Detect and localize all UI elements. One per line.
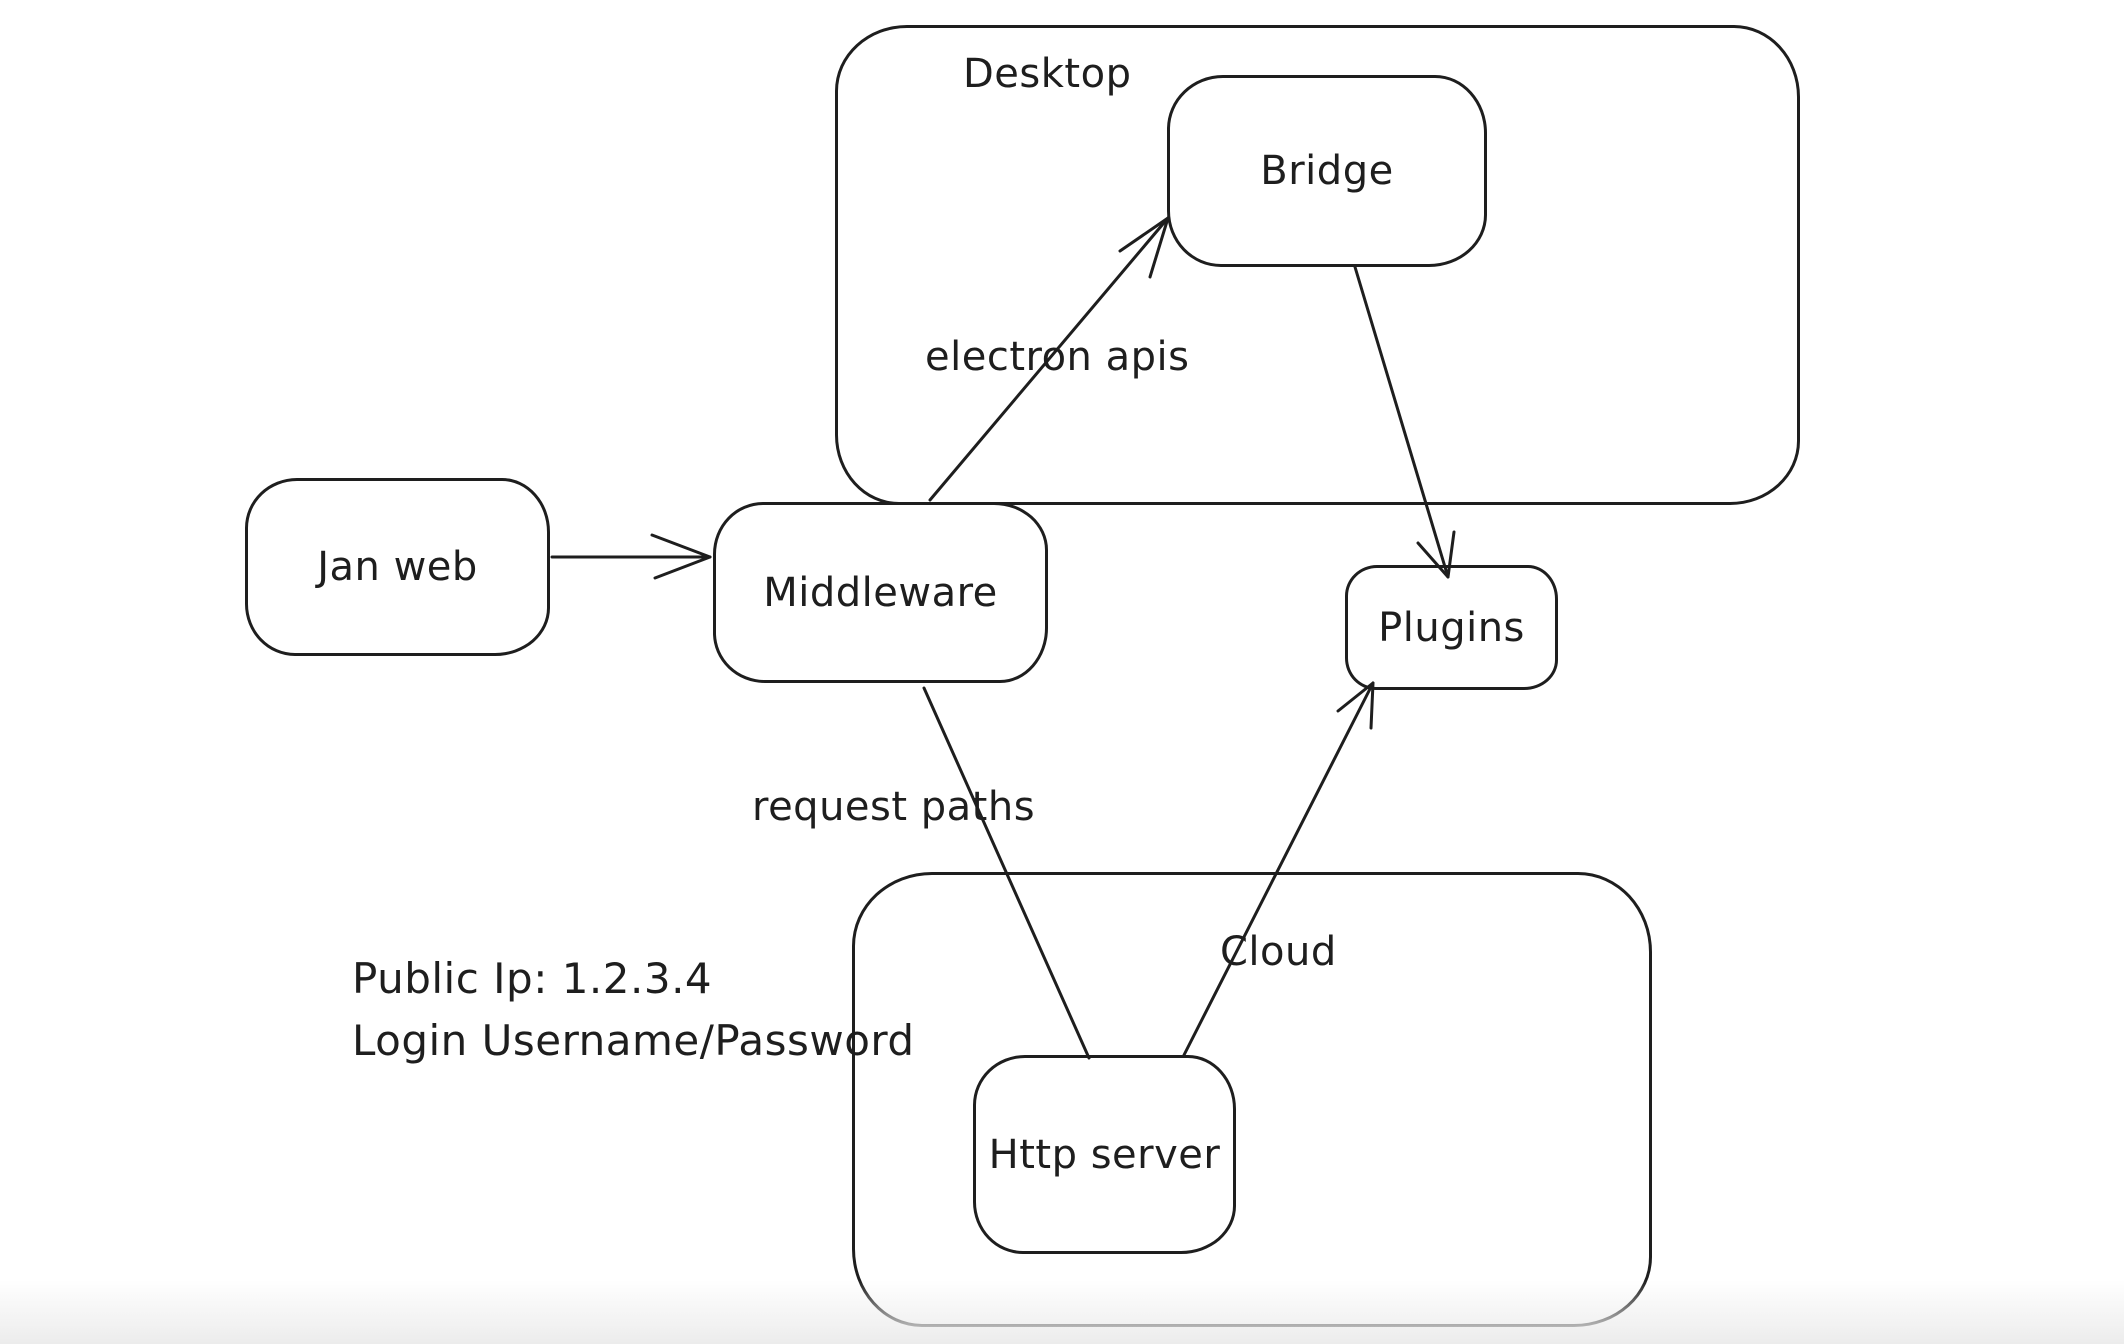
desktop-container[interactable] [835,25,1800,505]
edge-label-electron-apis[interactable]: electron apis [925,334,1190,380]
node-bridge[interactable]: Bridge [1167,75,1487,267]
jan-web-label: Jan web [317,544,478,590]
bridge-label: Bridge [1260,148,1394,194]
node-http-server[interactable]: Http server [973,1055,1236,1254]
note-login[interactable]: Login Username/Password [352,1016,915,1065]
node-middleware[interactable]: Middleware [713,502,1048,683]
desktop-label[interactable]: Desktop [963,51,1132,97]
arrow-bridge-to-plugins[interactable] [1353,265,1456,579]
cloud-label[interactable]: Cloud [1220,929,1337,975]
notes-block[interactable]: Public Ip: 1.2.3.4 Login Username/Passwo… [352,948,915,1072]
arrowhead [650,533,712,580]
note-public-ip[interactable]: Public Ip: 1.2.3.4 [352,954,713,1003]
node-jan-web[interactable]: Jan web [245,478,550,656]
middleware-label: Middleware [763,569,998,616]
arrow-jan-web-to-middleware[interactable] [550,533,712,580]
arrowhead [1336,681,1375,730]
http-server-label: Http server [988,1131,1221,1178]
arrowhead [1416,530,1456,579]
node-plugins[interactable]: Plugins [1345,565,1558,690]
plugins-label: Plugins [1378,604,1525,651]
edge-label-request-paths[interactable]: request paths [752,784,1036,830]
